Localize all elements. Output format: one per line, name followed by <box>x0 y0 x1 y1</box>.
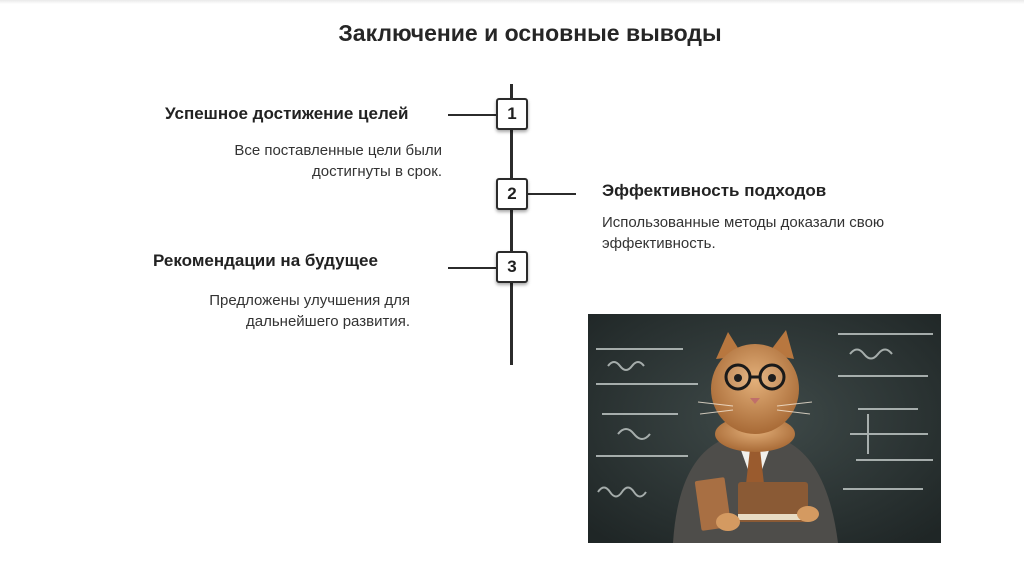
step-2-description: Использованные методы доказали свою эффе… <box>602 212 962 254</box>
book-right <box>738 482 808 522</box>
cat-teacher-photo <box>588 314 941 543</box>
step-2-number: 2 <box>507 184 517 203</box>
slide-title: Заключение и основные выводы <box>338 20 722 46</box>
cat-teacher-illustration <box>588 314 941 543</box>
cat-eye-left <box>734 374 742 382</box>
step-3-heading: Рекомендации на будущее <box>153 251 378 270</box>
step-3-description-line: дальнейшего развития. <box>246 313 410 330</box>
cat-paw-left <box>716 513 740 531</box>
cat-head <box>711 344 799 434</box>
step-3-description: Предложены улучшения для дальнейшего раз… <box>130 290 410 332</box>
step-3-number-box: 3 <box>496 251 528 283</box>
step-1-description-line: Все поставленные цели были <box>234 142 442 159</box>
step-3-number: 3 <box>507 257 517 276</box>
step-1-number: 1 <box>507 104 517 123</box>
cat-eye-right <box>768 374 776 382</box>
step-2-description-line: эффективность. <box>602 235 716 252</box>
step-2-connector <box>528 193 576 195</box>
step-1-heading: Успешное достижение целей <box>165 104 409 123</box>
step-3-connector <box>448 267 496 269</box>
cat-paw-right <box>797 506 819 522</box>
step-1-connector <box>448 114 496 116</box>
step-2-heading: Эффективность подходов <box>602 181 827 200</box>
step-3-description-line: Предложены улучшения для <box>209 292 410 309</box>
chalk-scribbles <box>596 333 933 498</box>
step-1-number-box: 1 <box>496 98 528 130</box>
timeline-axis <box>510 84 513 365</box>
book-pages <box>738 514 808 520</box>
cat-nose <box>750 398 760 404</box>
slide-top-edge <box>0 0 1024 4</box>
step-2-description-line: Использованные методы доказали свою <box>602 214 885 231</box>
step-1-description: Все поставленные цели были достигнуты в … <box>150 140 442 182</box>
step-2-number-box: 2 <box>496 178 528 210</box>
cat-whiskers <box>697 401 813 415</box>
step-1-description-line: достигнуты в срок. <box>312 163 442 180</box>
